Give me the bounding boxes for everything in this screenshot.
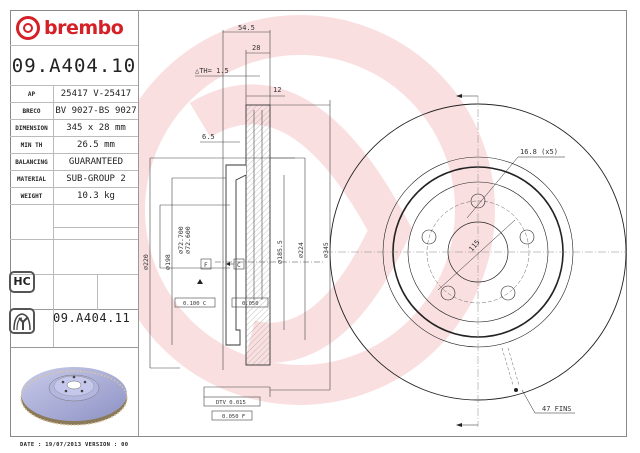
spec-value: 25417 V-25417 [60,89,132,99]
dim-cheek: 12 [273,86,281,94]
tol-flatness: 0.100 C [183,301,206,307]
spec-value: GUARANTEED [68,157,124,167]
spec-value: SUB-GROUP 2 [66,174,126,184]
fin-marker-icon [514,388,518,392]
spec-value: 10.3 kg [77,191,115,201]
spec-key: MIN TH [10,137,54,154]
datum-c-marker-icon [226,262,230,266]
spec-value: 345 x 28 mm [66,123,126,133]
brembo-watermark-icon [105,15,495,405]
datum-c-label: C [237,262,241,269]
drawing-frame [10,10,627,437]
fins-label: 47 FINS [542,405,572,413]
datum-f-marker-icon [197,279,203,284]
dim-hat-wall: 6.5 [202,133,215,141]
dim-d220: ⌀220 [142,254,150,270]
dim-d345: ⌀345 [322,242,330,258]
spec-key: MATERIAL [10,171,54,188]
part-number: 09.A404.10 [10,46,138,86]
tol-parallel: 0.050 [242,301,259,307]
divider [53,188,54,348]
dim-d185: ⌀185.5 [276,240,284,264]
hc-badge-icon: HC [9,271,35,293]
dim-thickness: 28 [252,44,260,52]
spec-row-ap: AP 25417 V-25417 [10,86,138,103]
dim-bore-min: ⌀72.600 [184,226,192,253]
brembo-logo-icon [16,15,40,40]
spec-row-material: MATERIAL SUB-GROUP 2 [10,171,138,188]
coated-disc-icon [9,308,35,334]
spec-row-breco: BRECO BV 9027-BS 9027 [10,103,138,120]
dim-d224: ⌀224 [297,242,305,258]
section-view [149,30,331,421]
tol-runout: 0.050 F [222,414,245,420]
front-view [325,95,630,427]
info-panel: brembo 09.A404.10 AP 25417 V-25417 BRECO… [10,10,139,437]
blank-row [10,240,138,275]
blank-row [10,205,138,240]
divider [54,227,138,228]
coated-part-number: 09.A404.11 [53,311,131,325]
spec-row-min-th: MIN TH 26.5 mm [10,137,138,154]
spec-key: AP [10,86,54,103]
date-version-footer: DATE : 19/07/2013 VERSION : 00 [20,442,129,448]
spec-row-dimension: DIMENSION 345 x 28 mm [10,120,138,137]
spec-value: BV 9027-BS 9027 [55,106,137,116]
spec-key: BRECO [10,103,54,120]
section-arrow-top-icon [456,94,462,98]
spec-key: DIMENSION [10,120,54,137]
dim-d198: ⌀198 [164,254,172,270]
dim-bore-max: ⌀72.700 [177,226,185,253]
bolt-hole-label: 16.8 (x5) [520,148,558,156]
tol-dtv: DTV 0.015 [216,400,246,406]
drawing-canvas: 54.5 28 △TH= 1.5 12 6.5 F C 0.100 C 0.05… [105,15,630,427]
datum-f-label: F [204,262,208,269]
spec-row-weight: WEIGHT 10.3 kg [10,188,138,205]
section-arrow-bottom-icon [456,423,462,427]
divider [97,275,98,310]
disc-product-image [10,348,138,437]
coated-row [10,310,138,348]
brand-logo: brembo [10,10,138,46]
brand-name: brembo [44,16,124,39]
hc-row [10,275,138,310]
technical-drawing: 54.5 28 △TH= 1.5 12 6.5 F C 0.100 C 0.05… [105,10,630,437]
spec-key: WEIGHT [10,188,54,205]
dim-overall-height: 54.5 [238,24,255,32]
spec-row-balancing: BALANCING GUARANTEED [10,154,138,171]
spec-value: 26.5 mm [77,140,115,150]
spec-key: BALANCING [10,154,54,171]
dim-delta-th: △TH= 1.5 [195,67,229,75]
